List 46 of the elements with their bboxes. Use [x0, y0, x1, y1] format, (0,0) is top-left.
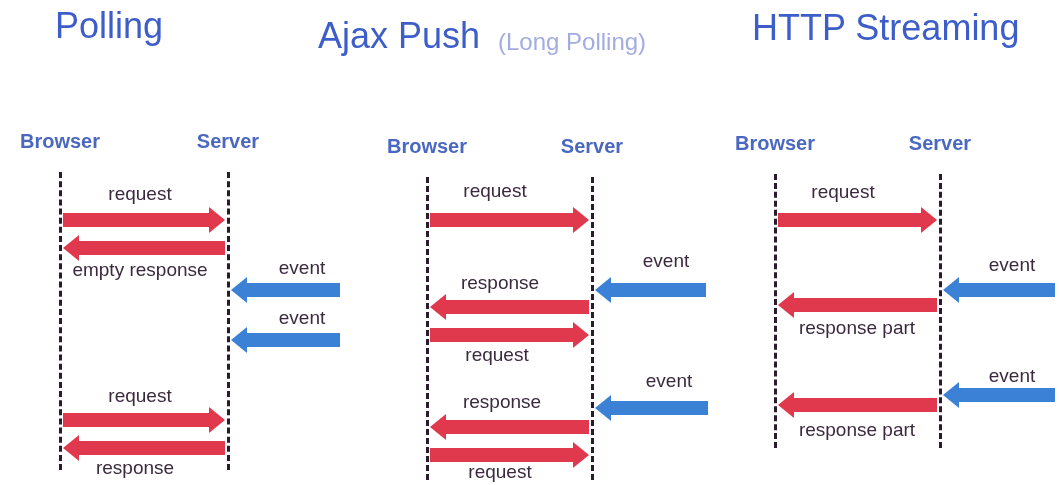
- lifeline-label: Server: [908, 131, 972, 156]
- edge-label: response: [95, 458, 175, 478]
- arrow: [231, 277, 340, 303]
- edge-label: event: [642, 251, 690, 271]
- edge-label: request: [465, 345, 529, 365]
- edge-label: response part: [798, 420, 916, 440]
- edge-label: event: [645, 371, 693, 391]
- edge-label: event: [278, 308, 326, 328]
- arrow: [595, 277, 706, 303]
- arrow: [778, 292, 937, 318]
- edge-label: request: [468, 462, 532, 482]
- arrow: [430, 207, 589, 233]
- edge-label: request: [108, 386, 172, 406]
- arrow: [430, 294, 589, 320]
- edge-label: request: [811, 182, 875, 202]
- arrow: [430, 414, 589, 440]
- panel-title: (Long Polling): [498, 30, 647, 54]
- panel-title: HTTP Streaming: [752, 10, 1020, 46]
- arrow: [943, 277, 1055, 303]
- edge-label: empty response: [72, 260, 208, 280]
- panel-title: Polling: [55, 8, 164, 44]
- lifeline-label: Browser: [735, 131, 815, 156]
- arrow: [63, 435, 225, 461]
- arrow: [430, 442, 589, 468]
- edge-label: request: [463, 181, 527, 201]
- lifeline-label: Server: [196, 129, 260, 154]
- arrow: [430, 322, 589, 348]
- lifeline-label: Server: [560, 134, 624, 159]
- edge-label: response: [462, 392, 542, 412]
- arrow: [63, 207, 225, 233]
- panel-title: Ajax Push: [318, 18, 481, 54]
- lifeline-label: Browser: [20, 129, 100, 154]
- edge-label: response part: [798, 318, 916, 338]
- arrow: [63, 235, 225, 261]
- arrow: [595, 395, 708, 421]
- edge-label: event: [278, 258, 326, 278]
- lifeline-label: Browser: [387, 134, 467, 159]
- arrow: [63, 407, 225, 433]
- edge-label: response: [460, 273, 540, 293]
- edge-label: request: [108, 184, 172, 204]
- arrow: [231, 327, 340, 353]
- arrow: [778, 207, 937, 233]
- arrow: [943, 382, 1055, 408]
- edge-label: event: [988, 366, 1036, 386]
- edge-label: event: [988, 255, 1036, 275]
- arrow: [778, 392, 937, 418]
